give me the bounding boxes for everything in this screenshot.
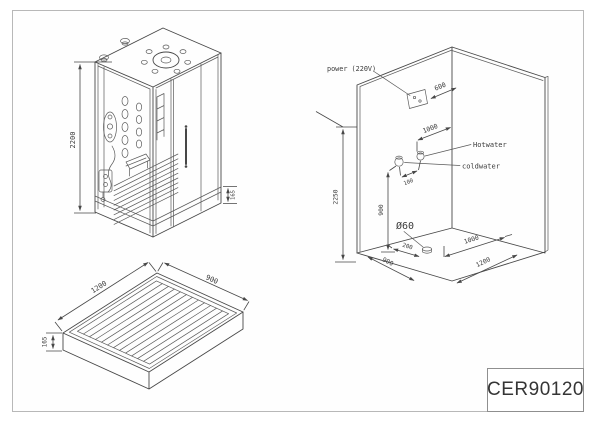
cabin-height-label: 2200 — [69, 132, 77, 149]
tray-width-label: 900 — [204, 273, 219, 285]
hot-cold-gap-label: 100 — [403, 178, 414, 187]
tray-length-label: 1200 — [90, 279, 109, 295]
coldwater-label: coldwater — [462, 163, 500, 171]
title-block: CER90120 — [487, 368, 584, 412]
cabin-base-band — [94, 186, 222, 227]
wall-height-dimension: 2250 — [315, 111, 357, 263]
cabin-top-vent-caps — [99, 38, 130, 62]
cabin-right-face — [152, 52, 222, 238]
drain-leader-line — [403, 231, 424, 248]
power-offset-label: 600 — [433, 81, 447, 93]
cabin-steam-generator — [98, 169, 113, 202]
cabin-shelf-rack — [156, 93, 165, 141]
drain-corner-offset-dimension: 1000 — [443, 234, 513, 257]
cabin-seat — [125, 153, 151, 177]
cabin-floor-slats — [113, 153, 179, 225]
tray-height-dimension: 165 — [42, 332, 62, 352]
install-right-wall-thickness — [451, 50, 549, 253]
cabin-base-height-dimension: 165 — [223, 186, 237, 204]
install-left-wall-thickness — [359, 49, 453, 253]
cabin-hand-shower-hose — [107, 145, 116, 193]
cabin-massage-jets — [121, 96, 143, 158]
drain-hole — [422, 246, 432, 254]
hot-cold-gap-dimension: 100 — [399, 160, 421, 187]
drain-side-offset-dimension: 200 — [388, 243, 420, 257]
power-offset-dimension: 600 — [430, 81, 457, 99]
tray-length-dimension: 1200 — [54, 262, 157, 332]
installation-view: power (220V) 600 1000 Hotwat — [315, 46, 549, 284]
tray-isometric-view: 165 1200 900 — [42, 262, 250, 390]
tray-side-faces — [62, 311, 244, 390]
hotwater-leader-line — [424, 144, 472, 157]
cabin-frame-lines — [97, 54, 219, 234]
floor-depth-label: 900 — [381, 257, 394, 268]
floor-depth-dimension: 900 — [367, 257, 415, 281]
cabin-door-frame — [170, 63, 202, 228]
model-code: CER90120 — [487, 379, 584, 400]
tray-ridges — [83, 283, 223, 362]
cabin-top-face — [94, 27, 222, 88]
install-right-wall — [451, 46, 546, 254]
coldwater-leader-line — [404, 162, 461, 166]
cabin-top-jets-ring — [140, 44, 192, 74]
cabin-control-panel — [103, 111, 117, 143]
power-leader-line — [373, 71, 411, 96]
cabin-isometric-view: 2200 165 — [69, 27, 237, 238]
coldwater-fitting — [394, 155, 404, 167]
drain-corner-offset-label: 1000 — [463, 234, 480, 245]
hotwater-offset-dimension: 1000 — [416, 122, 452, 152]
drain-diameter-label: Ø60 — [396, 220, 414, 232]
wall-height-label: 2250 — [333, 189, 340, 204]
tray-height-label: 165 — [42, 336, 49, 347]
fitting-height-label: 900 — [378, 204, 385, 216]
hotwater-fitting — [416, 150, 425, 161]
cabin-left-face — [94, 61, 154, 238]
cabin-base-height-label: 165 — [231, 190, 237, 200]
floor-width-label: 1200 — [475, 256, 492, 269]
power-outlet — [406, 89, 428, 109]
drain-side-offset-label: 200 — [401, 243, 413, 252]
cabin-door-handle — [184, 125, 188, 168]
floor-width-dimension: 1200 — [456, 254, 518, 284]
tray-width-dimension: 900 — [157, 262, 250, 311]
fitting-height-dimension: 900 — [378, 165, 397, 253]
cabin-top-shower-dome — [152, 51, 180, 69]
hotwater-label: Hotwater — [473, 141, 507, 149]
power-label: power (220V) — [327, 65, 376, 73]
cabin-height-dimension: 2200 — [69, 61, 112, 214]
